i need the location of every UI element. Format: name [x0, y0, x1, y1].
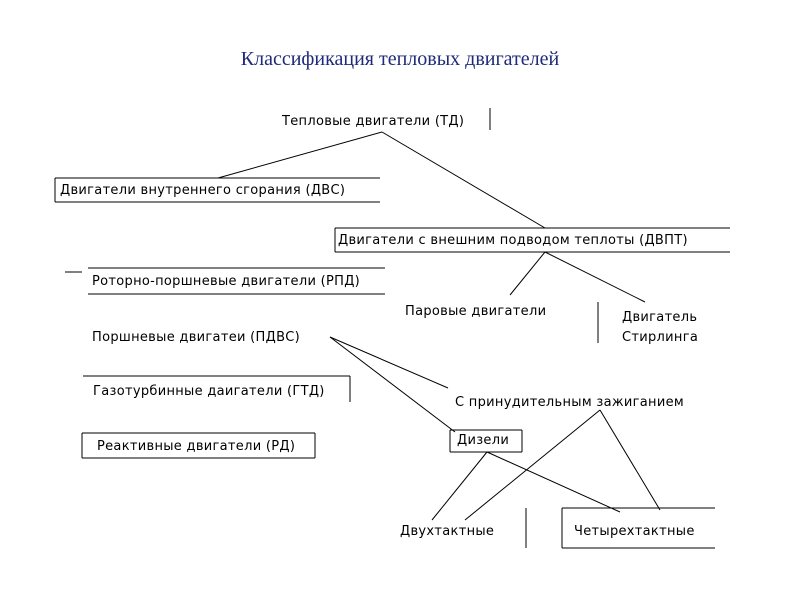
edge-td-dvpt: [381, 131, 546, 229]
node-external-heat: Двигатели с внешним подводом теплоты (ДВ…: [338, 233, 688, 248]
edge-diesel-four: [486, 451, 621, 513]
node-steam: Паровые двигатели: [405, 304, 547, 319]
edge-pdvs-diesel: [329, 336, 456, 433]
node-diesel: Дизели: [457, 433, 510, 448]
page-title: Классификация тепловых двигателей: [240, 48, 560, 70]
edge-td-dvs: [217, 131, 383, 179]
edge-dvpt-steam: [509, 251, 546, 296]
node-two-stroke: Двухтактные: [400, 524, 495, 539]
edge-pdvs-spark: [329, 336, 449, 389]
node-piston: Поршневые двигатеи (ПДВС): [92, 330, 301, 345]
edge-diesel-two: [431, 451, 488, 521]
edge-dvpt-stirling: [544, 251, 646, 303]
node-ice: Двигатели внутреннего сгорания (ДВС): [60, 183, 346, 198]
node-stirling-line1: Двигатель: [622, 310, 698, 325]
node-rotary-piston: Роторно-поршневые двигатели (РПД): [92, 274, 361, 289]
node-four-stroke: Четырехтактные: [574, 524, 695, 539]
node-gas-turbine: Газотурбинные дaигатели (ГТД): [93, 384, 325, 399]
node-heat-engines: Тепловые двигатели (ТД): [282, 114, 465, 129]
edge-spark-four: [599, 409, 661, 511]
edge-spark-two: [464, 409, 601, 521]
node-stirling-line2: Стирлинга: [622, 330, 699, 345]
node-jet: Реактивные двигатели (РД): [97, 439, 296, 454]
node-spark-ignition: С принудительным зажиганием: [455, 395, 684, 410]
